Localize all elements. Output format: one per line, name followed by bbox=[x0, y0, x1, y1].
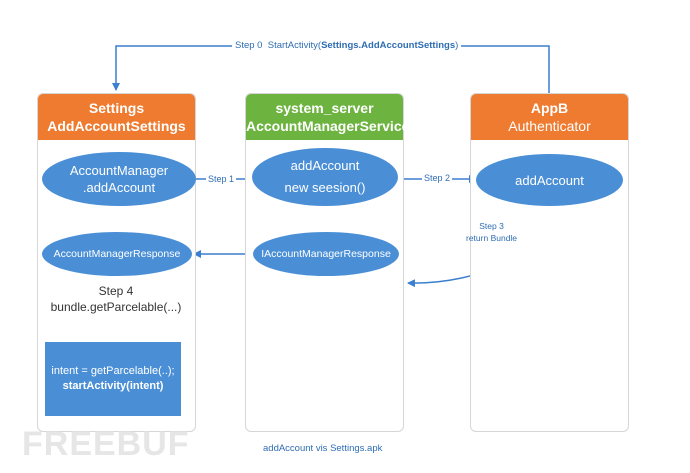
account-manager-response-node: AccountManagerResponse bbox=[42, 232, 192, 276]
account-manager-node: AccountManager .addAccount bbox=[42, 152, 196, 206]
add-account-system-node: addAccount new seesion() bbox=[252, 148, 398, 206]
appb-column: AppB Authenticator bbox=[470, 93, 629, 432]
step2-label: Step 2 bbox=[422, 173, 453, 183]
watermark: FREEBUF bbox=[22, 425, 190, 463]
settings-header: Settings AddAccountSettings bbox=[38, 94, 195, 140]
iaccount-manager-response-node: IAccountManagerResponse bbox=[253, 232, 399, 276]
appb-header: AppB Authenticator bbox=[471, 94, 628, 140]
step0-label: Step 0 StartActivity(Settings.AddAccount… bbox=[232, 40, 462, 51]
step3-label: Step 3 return Bundle bbox=[466, 221, 518, 243]
step4-label: Step 4 bundle.getParcelable(...) bbox=[50, 284, 182, 314]
add-account-appb-node: addAccount bbox=[476, 154, 623, 206]
intent-box: intent = getParcelable(..); startActivit… bbox=[45, 342, 181, 416]
step0-arrow bbox=[112, 45, 550, 93]
step1-label: Step 1 bbox=[206, 174, 237, 184]
caption: addAccount vis Settings.apk bbox=[263, 443, 383, 454]
system-server-header: system_server AccountManagerService bbox=[246, 94, 409, 140]
